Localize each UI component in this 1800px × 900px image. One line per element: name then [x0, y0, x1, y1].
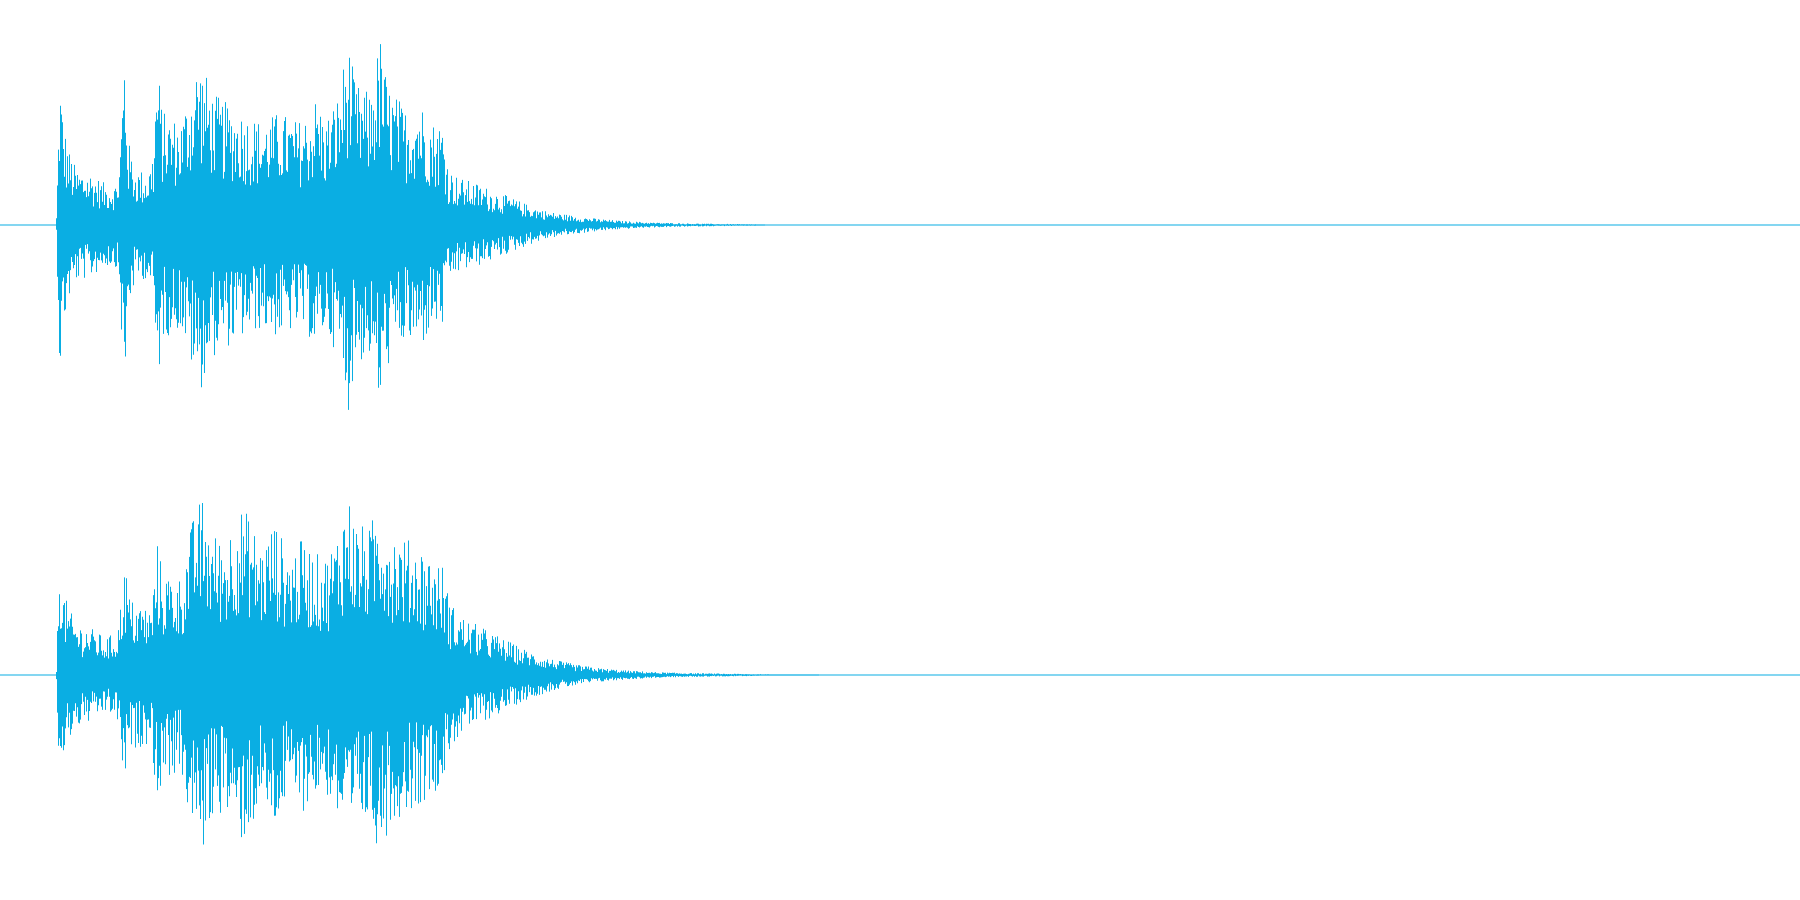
left-channel-svg [0, 44, 1800, 410]
right-channel-svg [0, 503, 1800, 845]
right-channel-waveform-path [56, 503, 819, 845]
left-channel-waveform[interactable] [0, 0, 1800, 450]
right-channel-samples [56, 503, 819, 845]
left-channel-samples [56, 44, 765, 410]
right-channel-waveform[interactable] [0, 450, 1800, 900]
left-channel-waveform-path [56, 44, 765, 410]
